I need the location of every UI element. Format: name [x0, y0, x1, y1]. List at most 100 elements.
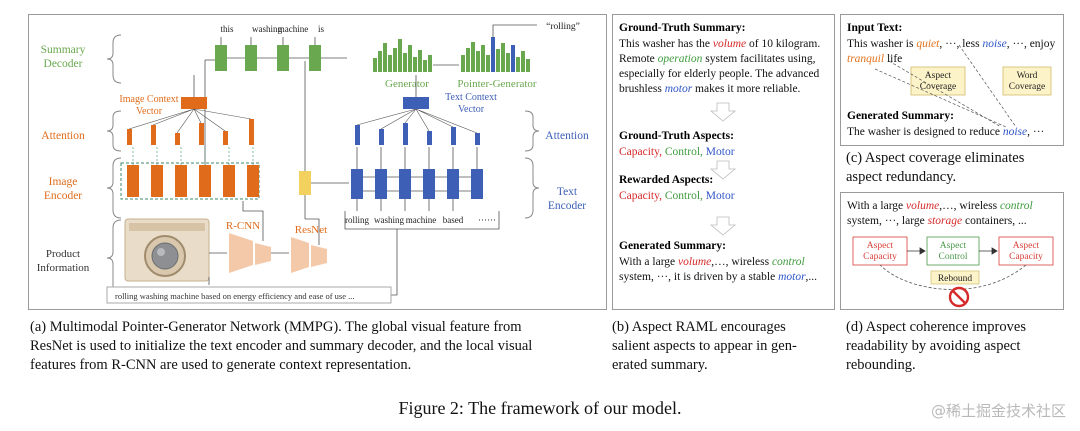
encoder-word: based — [443, 215, 464, 225]
text-encoder-state — [423, 169, 435, 199]
image-region-feature — [223, 165, 235, 197]
rcnn-label: R-CNN — [226, 220, 260, 232]
caption-a: (a) Multimodal Pointer-Generator Network… — [30, 318, 610, 375]
resnet-network — [291, 237, 327, 273]
text-encoder-state — [447, 169, 459, 199]
image-context-vector — [181, 97, 207, 109]
rolling-output: “rolling” — [546, 22, 580, 32]
generator-distribution — [373, 39, 432, 72]
d-text-line: With a large volume,…, wireless control — [847, 200, 1033, 212]
rewarded-aspects-title: Rewarded Aspects: — [619, 174, 713, 186]
d-text-line: system, ···, large storage containers, .… — [847, 215, 1027, 227]
input-text-line: This washer is quiet, ···, less noise, ·… — [847, 38, 1056, 50]
aspect-control-box — [926, 236, 980, 266]
image-region-feature — [199, 165, 211, 197]
label-attention-left: Attention — [41, 130, 85, 142]
gt-summary-line: This washer has the volume of 10 kilogra… — [619, 38, 820, 50]
label-attention-right: Attention — [545, 130, 589, 142]
prohibited-icon — [948, 286, 970, 308]
text-encoder-state — [375, 169, 387, 199]
decoder-state — [277, 45, 289, 71]
text-attention-weight — [403, 123, 408, 145]
image-attention-weight — [223, 131, 228, 145]
global-visual-feature — [299, 171, 311, 195]
rcnn-network — [229, 233, 271, 273]
panel-b-aspect-raml: Ground-Truth Summary: This washer has th… — [612, 14, 835, 310]
caption-c: (c) Aspect coverage eliminates aspect re… — [846, 149, 1076, 187]
rewarded-aspects-list: Capacity, Control, Motor — [619, 190, 735, 202]
aspect-coverage-diagram: Input Text: This washer is quiet, ···, l… — [847, 22, 1056, 138]
caption-d-line: readability by avoiding aspect — [846, 338, 1021, 354]
text-encoder-state — [399, 169, 411, 199]
aspect-capacity-box-2 — [998, 236, 1054, 266]
caption-b-line: (b) Aspect RAML encourages — [612, 319, 786, 335]
decoder-word: is — [318, 24, 325, 34]
image-attention-weight — [175, 133, 180, 145]
decoder-state — [215, 45, 227, 71]
text-attention-weight — [427, 131, 432, 145]
caption-c-line: (c) Aspect coverage eliminates — [846, 150, 1025, 166]
product-image — [124, 218, 210, 282]
aspect-coherence-diagram: With a large volume,…, wireless control s… — [847, 200, 1054, 308]
text-encoder-state — [351, 169, 363, 199]
gt-summary-line: especially for elderly people. The advan… — [619, 68, 820, 80]
panel-c-aspect-coverage: Input Text: This washer is quiet, ···, l… — [840, 14, 1064, 146]
decoder-word: washing — [252, 24, 282, 34]
pointer-generator-distribution — [461, 37, 530, 72]
image-attention-weight — [249, 119, 254, 145]
encoder-word: machine — [406, 215, 437, 225]
caption-b-line: salient aspects to appear in gen- — [612, 338, 797, 354]
product-text-box — [106, 286, 392, 304]
decoder-state — [245, 45, 257, 71]
generated-summary-title: Generated Summary: — [619, 240, 726, 252]
figure-caption: Figure 2: The framework of our model. — [398, 398, 682, 418]
caption-d: (d) Aspect coherence improves readabilit… — [846, 318, 1076, 375]
resnet-label: ResNet — [295, 224, 327, 236]
caption-a-line: ResNet is used to initialize the text en… — [30, 338, 533, 354]
caption-a-line: (a) Multimodal Pointer-Generator Network… — [30, 319, 522, 335]
decoder-word: machine — [278, 24, 309, 34]
product-text: rolling washing machine based on energy … — [115, 291, 355, 301]
aspect-coverage-box — [910, 66, 966, 96]
image-region-feature — [127, 165, 139, 197]
image-attention-weight — [127, 129, 132, 145]
generated-summary-line: With a large volume,…, wireless control — [619, 256, 805, 268]
image-region-feature — [247, 165, 259, 197]
caption-a-line: features from R-CNN are used to generate… — [30, 357, 412, 373]
word-coverage-box — [1002, 66, 1052, 96]
caption-b-line: erated summary. — [612, 357, 708, 373]
watermark: @稀土掘金技术社区 — [930, 402, 1066, 420]
rebound-label: Rebound — [938, 274, 973, 284]
caption-b: (b) Aspect RAML encourages salient aspec… — [612, 318, 840, 375]
c-generated-line: The washer is designed to reduce noise, … — [847, 126, 1044, 138]
encoder-word: ······ — [478, 215, 496, 225]
gt-summary-line: brushless motor makes it more reliable. — [619, 83, 801, 95]
generated-summary-line: system, ···, it is driven by a stable mo… — [619, 271, 817, 283]
pointer-generator-label: Pointer-Generator — [457, 78, 537, 90]
image-region-feature — [175, 165, 187, 197]
panel-d-aspect-coherence: With a large volume,…, wireless control s… — [840, 192, 1064, 310]
gt-summary-title: Ground-Truth Summary: — [619, 22, 745, 34]
input-text-line: tranquil life — [847, 53, 902, 65]
rebound-box — [930, 270, 980, 285]
image-region-feature — [151, 165, 163, 197]
text-attention-weight — [379, 129, 384, 145]
c-generated-title: Generated Summary: — [847, 110, 954, 122]
aspect-raml-diagram: Ground-Truth Summary: This washer has th… — [619, 22, 820, 283]
text-attention-weight — [451, 127, 456, 145]
image-attention-weight — [199, 123, 204, 145]
encoder-word: washing — [374, 215, 404, 225]
caption-d-line: (d) Aspect coherence improves — [846, 319, 1026, 335]
